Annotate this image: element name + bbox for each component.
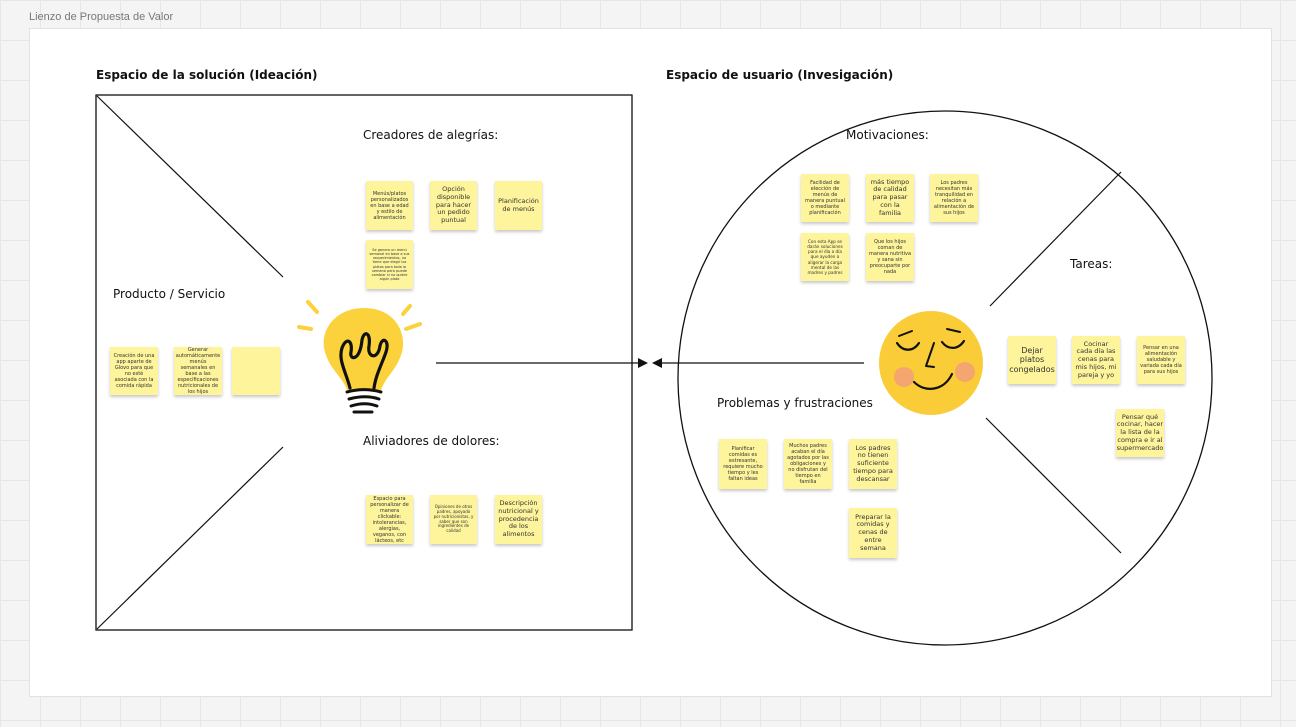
sticky-note[interactable]: más tiempo de calidad para pasar con la … [866,174,914,222]
sticky-note-empty[interactable] [232,347,280,395]
sticky-note[interactable]: Los padres no tienen suficiente tiempo p… [849,439,897,489]
sticky-note[interactable]: Descripción nutricional y procedencia de… [495,495,542,544]
sticky-note[interactable]: Planificar comidas es estresante, requie… [719,439,767,489]
sticky-note[interactable]: Cocinar cada día las cenas para mis hijo… [1072,336,1120,384]
arrow-right-head [638,358,648,368]
user-space-title: Espacio de usuario (Invesigación) [666,68,894,82]
arrow-left-head [652,358,662,368]
user-circle [677,110,1213,646]
jobs-label: Tareas: [1070,257,1113,271]
gains-label: Motivaciones: [846,128,929,142]
sticky-note[interactable]: Que los hijos coman de manera nutritiva … [866,233,914,281]
sticky-note[interactable]: Opción disponible para hacer un pedido p… [430,181,477,230]
sticky-note[interactable]: Los padres necesitan más tranquilidad en… [930,174,978,222]
sticky-note[interactable]: Menús/platos personalizados en base a ed… [366,181,413,230]
products-label: Producto / Servicio [113,287,226,301]
sticky-note[interactable]: Pensar qué cocinar, hacer la lista de la… [1116,409,1164,457]
sticky-note[interactable]: Generar automáticamente menús semanales … [174,347,222,395]
lightbulb-icon [297,300,422,414]
sticky-note[interactable]: Opiniones de otros padres, apoyado por n… [430,495,477,544]
sticky-note[interactable]: Se genera un menú semanal en base a sus … [366,240,413,289]
sticky-note[interactable]: Facilidad de elección de menús de manera… [801,174,849,222]
sticky-note[interactable]: Espacio para personalizar de manera clic… [366,495,413,544]
smiley-face-icon [879,311,983,415]
sticky-note[interactable]: Planificación de menús [495,181,542,230]
sticky-note[interactable]: Muchos padres acaban el día agotados por… [784,439,832,489]
sticky-note[interactable]: Preparar la comidas y cenas de entre sem… [849,508,897,558]
square-diagonal-bottom [96,446,284,630]
sticky-note[interactable]: Con esta App se darán soluciones para el… [801,233,849,281]
circle-divider-top [989,171,1122,307]
sticky-note[interactable]: Creación de una app aparte de Glovo para… [110,347,158,395]
square-diagonal-top [96,95,284,278]
sticky-note[interactable]: Dejar platos congelados [1008,336,1056,384]
sticky-note[interactable]: Pensar en una alimentación saludable y v… [1137,336,1185,384]
solution-space-title: Espacio de la solución (Ideación) [96,68,318,82]
gain-creators-label: Creadores de alegrías: [363,128,499,142]
pains-label: Problemas y frustraciones [717,396,873,410]
board-title: Lienzo de Propuesta de Valor [29,11,174,23]
circle-divider-bottom [985,417,1122,554]
pain-relievers-label: Aliviadores de dolores: [363,434,500,448]
